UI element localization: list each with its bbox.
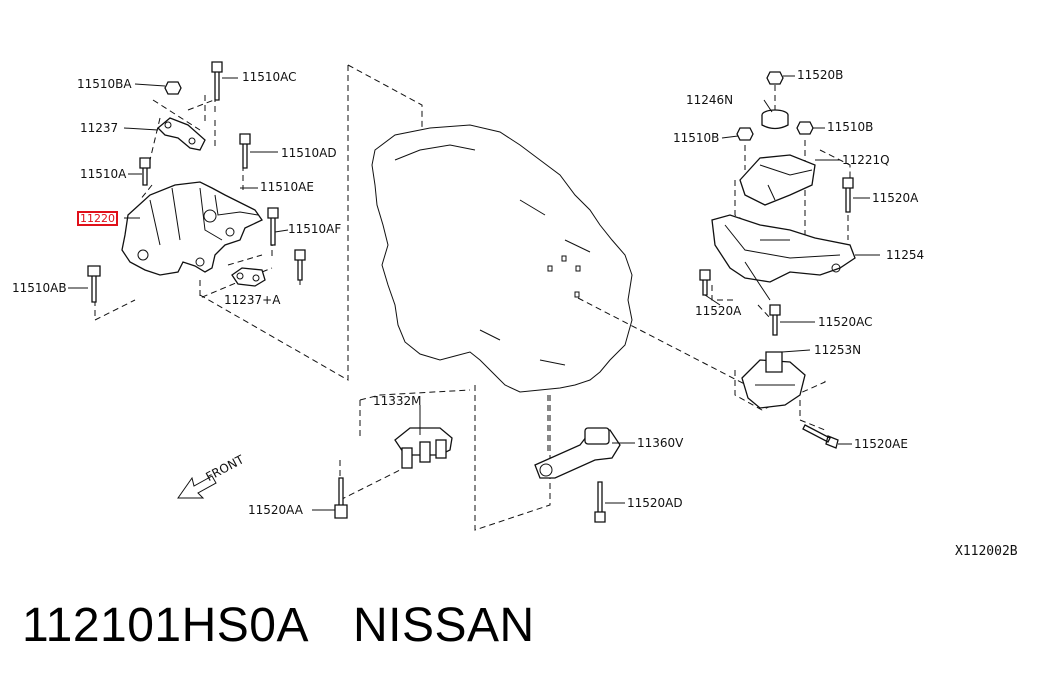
diagram-drawing — [68, 61, 880, 531]
part-caption: 112101HS0A NISSAN — [22, 598, 579, 653]
leader-lines — [68, 75, 880, 511]
label-11520B: 11520B — [797, 68, 844, 82]
label-11520AD: 11520AD — [627, 496, 683, 510]
label-11220-highlighted: 11220 — [77, 211, 118, 226]
label-11520A-bottom: 11520A — [695, 304, 742, 318]
label-11510AB: 11510AB — [12, 281, 67, 295]
label-11360V: 11360V — [637, 436, 684, 450]
lower-mounts — [334, 427, 621, 523]
part-number: 112101HS0A — [22, 599, 309, 652]
label-11237: 11237 — [80, 121, 119, 135]
front-arrow-icon — [177, 475, 217, 499]
label-11246N: 11246N — [686, 93, 734, 107]
label-11221Q: 11221Q — [842, 153, 890, 167]
label-11510AD: 11510AD — [281, 146, 337, 160]
right-mount-assembly — [699, 71, 856, 449]
label-11510AF: 11510AF — [288, 222, 342, 236]
engine-mount-diagram: 11510BA 11510AC 11237 11510AD 11510A 115… — [12, 61, 1018, 559]
figure-code: X112002B — [955, 544, 1018, 559]
label-11520AE: 11520AE — [854, 437, 908, 451]
label-11237A: 11237+A — [224, 293, 281, 307]
label-11332M: 11332M — [373, 394, 422, 408]
label-11254: 11254 — [886, 248, 925, 262]
label-11520AC: 11520AC — [818, 315, 873, 329]
label-11510BA: 11510BA — [77, 77, 132, 91]
label-11510AC: 11510AC — [242, 70, 297, 84]
label-11510B-left: 11510B — [673, 131, 720, 145]
label-11520A-top: 11520A — [872, 191, 919, 205]
engine-block-outline — [371, 124, 633, 393]
label-11520AA: 11520AA — [248, 503, 303, 517]
label-11253N: 11253N — [814, 343, 862, 357]
brand-name: NISSAN — [353, 599, 535, 652]
label-11510A: 11510A — [80, 167, 127, 181]
label-11510B-right: 11510B — [827, 120, 874, 134]
left-mount-assembly — [87, 61, 306, 303]
label-11510AE: 11510AE — [260, 180, 314, 194]
